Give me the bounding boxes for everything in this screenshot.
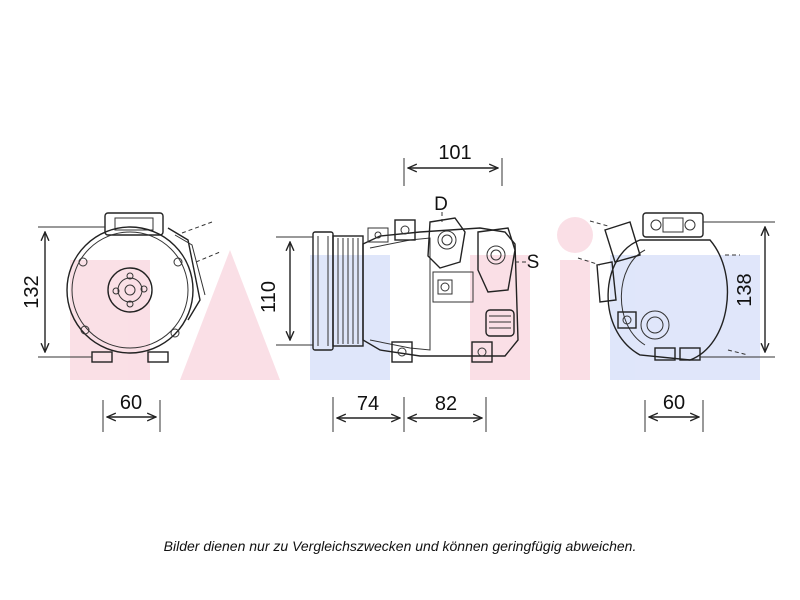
suction-port-label: S [527, 252, 540, 273]
disclaimer-caption: Bilder dienen nur zu Vergleichszwecken u… [163, 538, 637, 554]
front-height-label: 132 [21, 275, 43, 308]
rear-width-label: 60 [663, 392, 685, 414]
dimension-rear-height: 138 [700, 221, 775, 358]
dimension-side-top: 101 [403, 142, 503, 186]
dimension-front-width: 60 [102, 392, 161, 432]
front-width-label: 60 [120, 392, 142, 414]
side-left-width-label: 74 [357, 393, 379, 415]
dimension-front-height: 132 [21, 226, 105, 358]
dimension-side-bottom: 74 82 [332, 393, 487, 432]
dimension-rear-width: 60 [644, 392, 704, 432]
side-view [312, 212, 526, 363]
rear-view [577, 212, 749, 361]
dimension-side-height: 110 [258, 236, 313, 346]
side-top-label: 101 [438, 142, 471, 164]
discharge-port-label: D [434, 194, 448, 215]
rear-height-label: 138 [734, 273, 756, 306]
side-height-label: 110 [258, 281, 280, 313]
front-view [66, 212, 221, 363]
side-right-width-label: 82 [435, 393, 457, 415]
